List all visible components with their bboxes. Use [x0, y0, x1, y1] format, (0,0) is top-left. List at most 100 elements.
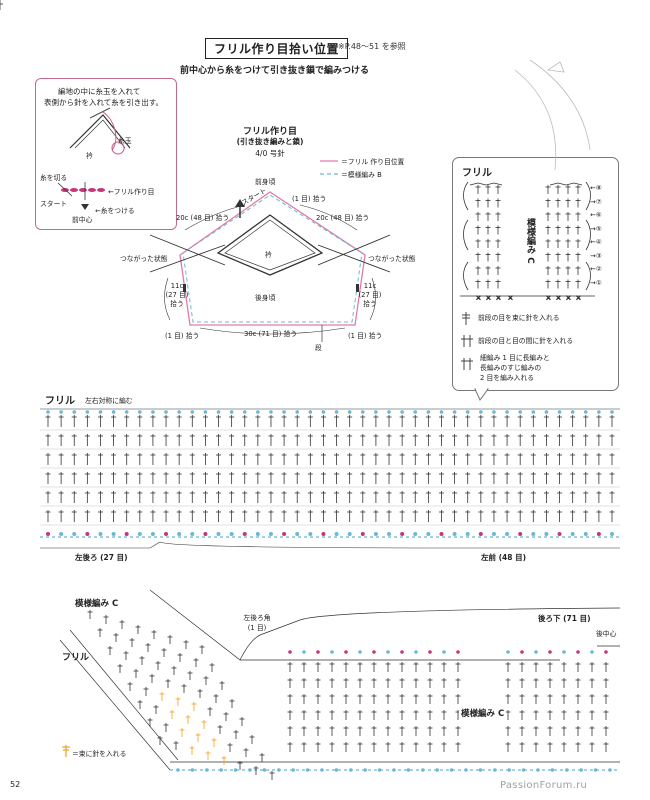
legend-text-2: 前段の目と目の間に針を入れる — [478, 335, 573, 345]
base-stitch — [112, 532, 116, 536]
bottom-stitch — [436, 768, 439, 771]
top-stitch — [571, 410, 575, 414]
base-stitch — [85, 532, 89, 536]
watermark: PassionForum.ru — [500, 780, 587, 791]
inset-instruction-1: 編地の中に糸玉を入れて — [58, 86, 140, 97]
top-stitch — [610, 410, 614, 414]
inset-attach-yarn: ←糸をつける — [95, 205, 135, 215]
top-stitch — [413, 410, 417, 414]
base-stitch — [492, 532, 496, 536]
base-stitch — [164, 532, 168, 536]
base-stitch — [348, 532, 352, 536]
top-stitch — [348, 410, 352, 414]
row-markers: ←⑧→⑦←⑥→⑤←④→③←②→① — [590, 182, 615, 290]
inset-cut-yarn: 糸を切る — [40, 172, 67, 182]
inset-frill-cast-on: ←フリル作り目 — [108, 186, 154, 196]
corner-base-stitch — [386, 650, 390, 654]
corner-base-stitch — [344, 650, 348, 654]
base-stitch — [400, 532, 404, 536]
bottom-stitch — [335, 768, 338, 771]
bottom-stitch — [349, 768, 352, 771]
bottom-stitch — [421, 768, 424, 771]
connected-left: つながった状態 — [120, 253, 168, 263]
bottom-stitch — [536, 768, 539, 771]
base-stitch — [321, 532, 325, 536]
sc-mark: × — [508, 294, 514, 302]
corner-base-stitch — [548, 650, 552, 654]
base-stitch — [335, 532, 339, 536]
bottom-stitch — [464, 768, 467, 771]
top-stitch — [46, 410, 50, 414]
top-stitch — [59, 410, 63, 414]
base-stitch — [531, 532, 535, 536]
top-stitch — [584, 410, 588, 414]
base-stitch — [125, 532, 129, 536]
corner-pattern-top: 模様編み C — [75, 597, 118, 609]
corner-base-stitch — [330, 650, 334, 654]
sc-mark: × — [566, 294, 572, 302]
top-stitch — [230, 410, 234, 414]
bottom-stitch — [479, 768, 482, 771]
top-stitch — [532, 410, 536, 414]
base-stitch — [453, 532, 457, 536]
corner-stitch-grid — [176, 650, 611, 772]
corner-base-stitch — [358, 650, 362, 654]
top-stitch — [112, 410, 116, 414]
base-stitch — [269, 532, 273, 536]
top-stitch — [72, 410, 76, 414]
row-marker: →⑦ — [590, 196, 615, 210]
base-stitch — [439, 532, 443, 536]
base-stitch — [426, 532, 430, 536]
base-stitch — [151, 532, 155, 536]
pick-1-top: (1 目) 拾う — [292, 193, 326, 203]
row-marker: →⑤ — [590, 223, 615, 237]
top-stitch — [427, 410, 431, 414]
pick-11c-left: 11c (27 目) 拾う — [162, 282, 192, 309]
base-stitch — [308, 532, 312, 536]
bottom-stitch — [277, 768, 280, 771]
row-marker: ←⑥ — [590, 209, 615, 223]
base-stitch — [230, 532, 234, 536]
back-center-label: 後中心 — [596, 628, 616, 638]
top-stitch — [99, 410, 103, 414]
top-stitch — [440, 410, 444, 414]
base-stitch — [59, 532, 63, 536]
top-stitch — [545, 410, 549, 414]
corner-pattern-bottom: 模様編み C — [459, 707, 506, 719]
corner-base-stitch — [604, 650, 608, 654]
top-stitch — [309, 410, 313, 414]
corner-base-stitch — [456, 650, 460, 654]
frill-note: 左右対称に編む — [85, 395, 133, 405]
bottom-stitch — [392, 768, 395, 771]
bottom-stitch — [191, 768, 194, 771]
bottom-stitch — [306, 768, 309, 771]
corner-base-stitch — [316, 650, 320, 654]
base-stitch — [190, 532, 194, 536]
collar-title-sub: (引き抜き編みと鎖) — [225, 136, 315, 147]
collar-needle: 4/0 号針 — [245, 148, 295, 159]
top-stitch — [256, 410, 260, 414]
inset-front-center: 前中心 — [72, 214, 92, 224]
bottom-stitch — [220, 768, 223, 771]
bottom-stitch — [580, 768, 583, 771]
left-back-label: 左後ろ (27 目) — [72, 552, 131, 563]
pick-11c-right: 11c (27 目) 拾う — [355, 282, 385, 309]
bottom-stitch — [522, 768, 525, 771]
row-marker: ←② — [590, 263, 615, 277]
bottom-stitch — [508, 768, 511, 771]
top-stitch — [190, 410, 194, 414]
base-stitch — [597, 532, 601, 536]
top-stitch — [282, 410, 286, 414]
base-stitch — [295, 532, 299, 536]
top-stitch — [86, 410, 90, 414]
left-front-label: 左前 (48 目) — [478, 552, 529, 563]
top-stitch — [597, 410, 601, 414]
frill-box-pattern: 模様編み C — [524, 218, 537, 264]
base-stitch — [256, 532, 260, 536]
bottom-stitch — [320, 768, 323, 771]
corner-frill-label: フリル — [62, 650, 89, 663]
bottom-stitch — [263, 768, 266, 771]
top-stitch — [151, 410, 155, 414]
base-stitch — [217, 532, 221, 536]
top-stitch — [361, 410, 365, 414]
